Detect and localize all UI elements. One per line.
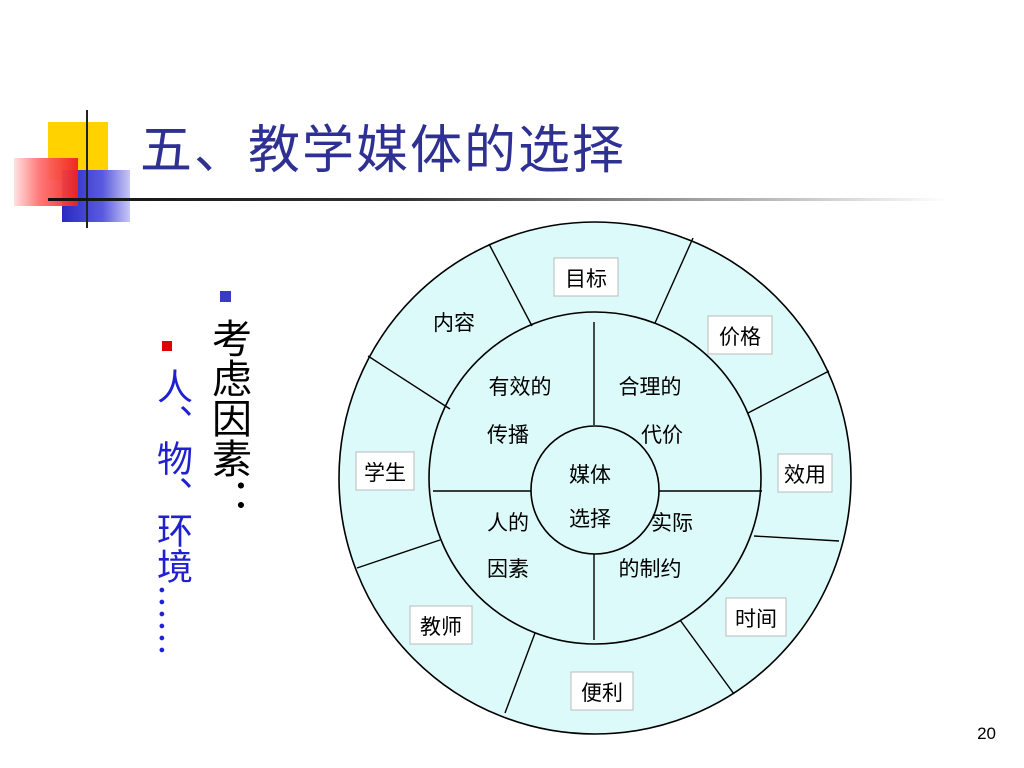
inner-label-human-2: 因素 (487, 557, 529, 581)
bullet-marker-people (162, 341, 172, 351)
inner-cross (433, 322, 762, 640)
outer-label-price-text: 价格 (719, 325, 761, 349)
outer-label-price: 价格 (707, 315, 773, 355)
deco-horizontal-line (48, 198, 948, 201)
outer-label-student: 学生 (355, 451, 415, 491)
inner-label-effective-1: 有效的 (489, 375, 552, 399)
page-title: 五、教学媒体的选择 (140, 121, 627, 181)
inner-label-constraint-2: 的制约 (619, 557, 682, 581)
outer-label-goal: 目标 (553, 257, 619, 297)
outer-label-utility-text: 效用 (784, 463, 826, 487)
inner-label-constraint-1: 实际 (651, 511, 693, 535)
inner-label-effective-2: 传播 (487, 423, 529, 447)
bullet-factors-text: 考虑因素： (205, 318, 251, 518)
inner-label-human-1: 人的 (487, 511, 529, 535)
deco-vertical-line (86, 110, 88, 228)
outer-label-goal-text: 目标 (565, 267, 607, 291)
bullet-marker-factors (220, 291, 231, 302)
outer-label-convenience-text: 便利 (581, 681, 623, 705)
outer-label-time-text: 时间 (735, 607, 777, 631)
outer-label-content: 内容 (433, 311, 475, 335)
center-label-line2: 选择 (569, 507, 611, 531)
outer-label-student-text: 学生 (364, 461, 406, 485)
bullet-people-text: 人、物、环境…… (151, 368, 192, 656)
outer-label-utility: 效用 (777, 453, 833, 493)
media-selection-diagram: 媒体 选择 有效的 传播 合理的 代价 人的 因素 实际 的制约 目标 价格 效… (338, 221, 852, 735)
inner-label-cost-2: 代价 (641, 423, 683, 447)
outer-label-convenience: 便利 (570, 671, 634, 711)
center-circle (530, 425, 660, 555)
center-label-line1: 媒体 (569, 463, 611, 487)
outer-label-teacher-text: 教师 (420, 615, 462, 639)
inner-label-cost-1: 合理的 (619, 375, 682, 399)
outer-label-time: 时间 (725, 597, 787, 637)
outer-dividers (356, 237, 840, 714)
page-number: 20 (977, 724, 996, 743)
outer-label-teacher: 教师 (409, 605, 473, 645)
